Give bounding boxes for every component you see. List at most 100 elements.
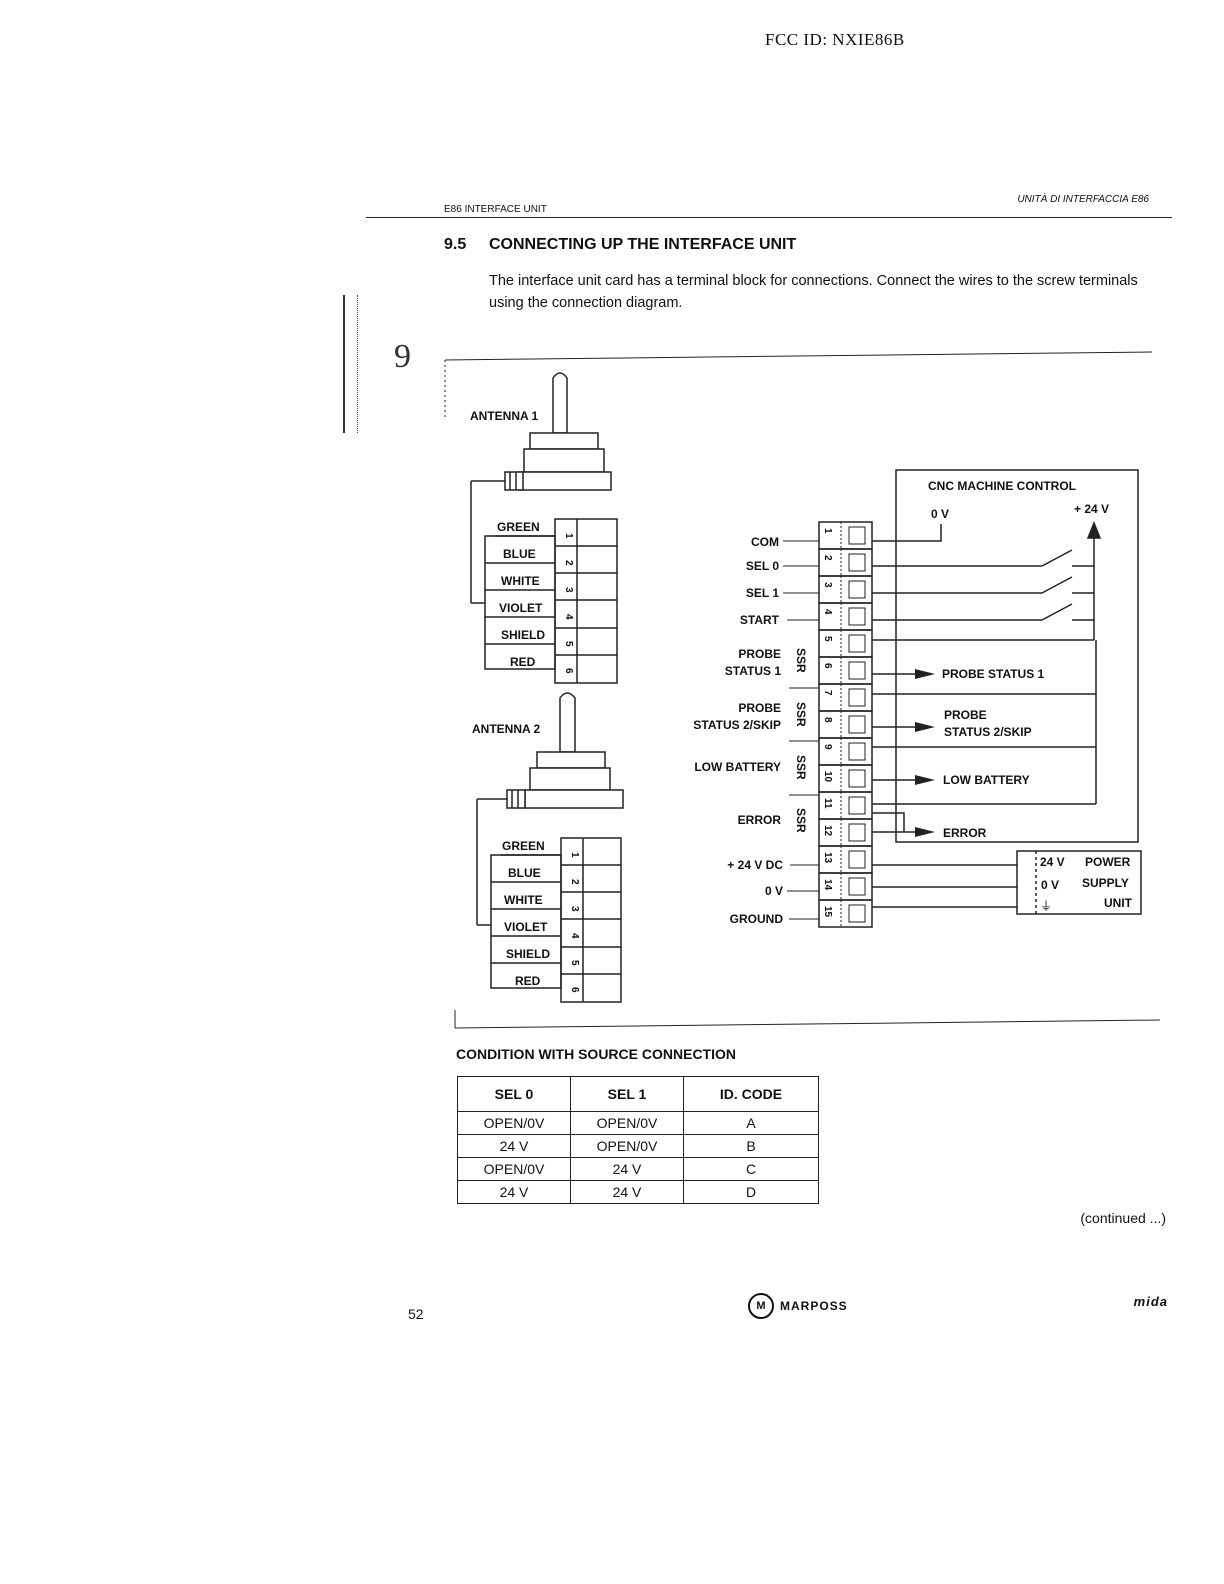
screw-terminal bbox=[848, 742, 866, 761]
out-probe2-b: STATUS 2/SKIP bbox=[944, 725, 1032, 739]
psu-24v: 24 V bbox=[1040, 855, 1065, 869]
label-sel0: SEL 0 bbox=[746, 559, 779, 573]
cnc-title: CNC MACHINE CONTROL bbox=[928, 479, 1076, 493]
wire-green: GREEN bbox=[497, 520, 540, 534]
antenna-1 bbox=[470, 372, 612, 604]
a1-terminal-number: 3 bbox=[563, 587, 574, 593]
table-header-row: SEL 0 SEL 1 ID. CODE bbox=[457, 1076, 819, 1112]
screw-terminal bbox=[848, 526, 866, 545]
out-probe-status1: PROBE STATUS 1 bbox=[942, 667, 1045, 681]
margin-bar bbox=[343, 295, 358, 433]
cnc-machine-control bbox=[895, 469, 1139, 843]
screw-terminal bbox=[848, 661, 866, 680]
condition-table: SEL 0 SEL 1 ID. CODE OPEN/0V OPEN/0V A 2… bbox=[457, 1076, 819, 1204]
antenna-2-label: ANTENNA 2 bbox=[472, 722, 541, 736]
terminal-cell bbox=[818, 548, 873, 577]
terminal-number: 10 bbox=[822, 771, 833, 783]
column-header: ID. CODE bbox=[683, 1076, 819, 1112]
a1-terminal-number: 2 bbox=[563, 560, 574, 566]
power-supply-unit bbox=[872, 850, 1142, 915]
label-probe-status1-a: PROBE bbox=[738, 647, 781, 661]
left-connection-labels: COM SEL 0 SEL 1 START PROBE STATUS 1 PRO… bbox=[693, 535, 783, 926]
terminal-cell bbox=[818, 602, 873, 631]
psu-power: POWER bbox=[1085, 855, 1131, 869]
table-cell: A bbox=[683, 1111, 819, 1135]
terminal-number: 12 bbox=[822, 825, 833, 837]
label-24vdc: + 24 V DC bbox=[727, 858, 783, 872]
psu-unit: UNIT bbox=[1104, 896, 1133, 910]
screw-terminal bbox=[848, 877, 866, 896]
terminal-number: 15 bbox=[822, 906, 833, 918]
terminal-cell bbox=[818, 899, 873, 928]
table-row: 24 V OPEN/0V B bbox=[457, 1134, 819, 1158]
screw-terminal bbox=[848, 769, 866, 788]
page-number: 52 bbox=[408, 1306, 424, 1322]
wire-shield: SHIELD bbox=[501, 628, 545, 642]
terminal-number: 8 bbox=[822, 717, 833, 723]
intro-paragraph: The interface unit card has a terminal b… bbox=[489, 273, 1138, 311]
section-title: CONNECTING UP THE INTERFACE UNIT bbox=[489, 236, 797, 253]
terminal-cell bbox=[818, 710, 873, 739]
terminal-number: 14 bbox=[822, 879, 833, 891]
wire-red: RED bbox=[515, 974, 541, 988]
a1-terminal-number: 6 bbox=[563, 668, 574, 674]
a2-terminal-number: 1 bbox=[569, 852, 580, 858]
table-cell: 24 V bbox=[457, 1134, 571, 1158]
label-error: ERROR bbox=[738, 813, 782, 827]
wire-blue: BLUE bbox=[503, 547, 536, 561]
a2-terminal-number: 3 bbox=[569, 906, 580, 912]
continued-note: (continued ...) bbox=[1080, 1210, 1166, 1226]
terminal-number: 13 bbox=[822, 852, 833, 864]
label-low-battery: LOW BATTERY bbox=[694, 760, 781, 774]
diagram-frame bbox=[444, 351, 1161, 1029]
column-header: SEL 0 bbox=[457, 1076, 571, 1112]
table-cell: 24 V bbox=[570, 1157, 684, 1181]
marposs-logo-icon: M bbox=[748, 1293, 774, 1319]
antenna-2-wire-block bbox=[490, 837, 622, 1003]
arrow-right-icon bbox=[915, 827, 935, 837]
terminal-number: 7 bbox=[822, 690, 833, 696]
antenna-2 bbox=[476, 692, 624, 926]
arrow-right-icon bbox=[915, 775, 935, 785]
antenna-2-terminal-numbers: 1 2 3 4 5 6 bbox=[569, 852, 580, 993]
table-row: 24 V 24 V D bbox=[457, 1180, 819, 1204]
section-number: 9.5 bbox=[444, 236, 467, 253]
header-right: UNITÀ DI INTERFACCIA E86 bbox=[1017, 194, 1149, 205]
out-error: ERROR bbox=[943, 826, 987, 840]
margin-mark: 9 bbox=[394, 338, 411, 375]
cnc-wiring bbox=[872, 520, 1102, 833]
terminal-number: 1 bbox=[822, 528, 833, 534]
marposs-logo-text: MARPOSS bbox=[780, 1299, 848, 1313]
label-start: START bbox=[740, 613, 780, 627]
connection-diagram: ANTENNA 1 GREEN BLUE WHITE VIOLET SHIELD… bbox=[444, 351, 1161, 1029]
wire-white: WHITE bbox=[501, 574, 540, 588]
a2-terminal-number: 6 bbox=[569, 987, 580, 993]
terminal-number: 6 bbox=[822, 663, 833, 669]
marposs-logo: M MARPOSS bbox=[748, 1293, 848, 1319]
a1-terminal-number: 1 bbox=[563, 533, 574, 539]
left-leader-lines bbox=[783, 540, 819, 920]
table-row: OPEN/0V 24 V C bbox=[457, 1157, 819, 1181]
antenna-2-wire-labels: GREEN BLUE WHITE VIOLET SHIELD RED bbox=[502, 839, 550, 988]
condition-table-title: CONDITION WITH SOURCE CONNECTION bbox=[456, 1046, 736, 1062]
table-cell: C bbox=[683, 1157, 819, 1181]
column-header: SEL 1 bbox=[570, 1076, 684, 1112]
cnc-output-arrows bbox=[915, 669, 935, 837]
terminal-cell bbox=[818, 737, 873, 766]
table-cell: 24 V bbox=[570, 1180, 684, 1204]
wire-violet: VIOLET bbox=[504, 920, 548, 934]
header-rule bbox=[366, 217, 1172, 218]
a2-terminal-number: 5 bbox=[569, 960, 580, 966]
terminal-number: 2 bbox=[822, 555, 833, 561]
ssr-label: SSR bbox=[794, 648, 808, 673]
table-cell: OPEN/0V bbox=[457, 1111, 571, 1135]
screw-terminal bbox=[848, 715, 866, 734]
label-probe-status1-b: STATUS 1 bbox=[725, 664, 782, 678]
table-cell: OPEN/0V bbox=[457, 1157, 571, 1181]
terminal-cell bbox=[818, 629, 873, 658]
cnc-plus24: + 24 V bbox=[1074, 502, 1109, 516]
mida-brand: mida bbox=[1133, 1294, 1168, 1309]
cnc-0v: 0 V bbox=[931, 507, 949, 521]
ssr-label: SSR bbox=[794, 755, 808, 780]
screw-terminal bbox=[848, 796, 866, 815]
